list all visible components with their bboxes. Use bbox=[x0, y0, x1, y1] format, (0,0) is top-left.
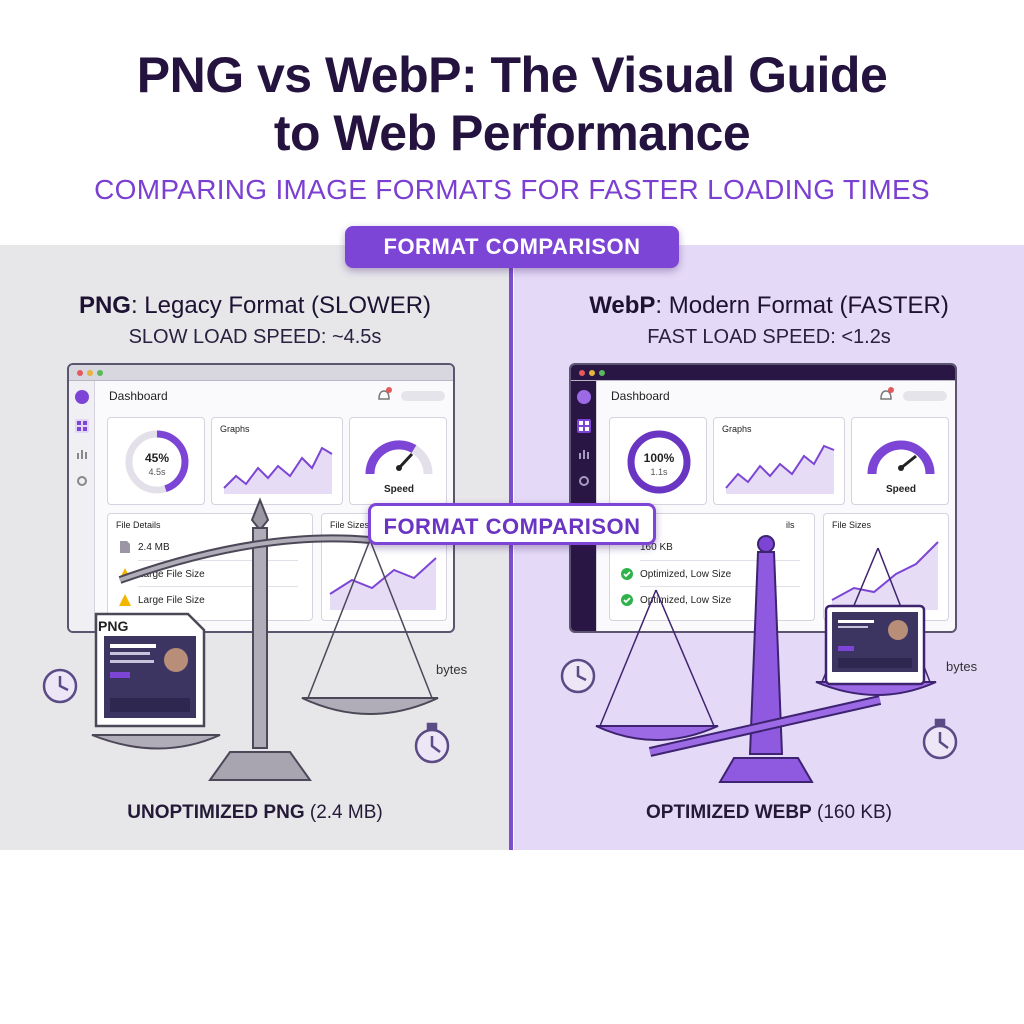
scale-icon bbox=[595, 535, 937, 783]
window-titlebar bbox=[571, 365, 955, 381]
sidebar-icons bbox=[577, 390, 591, 486]
webp-caption-size: (160 KB) bbox=[811, 802, 892, 823]
stopwatch-icon bbox=[414, 722, 450, 764]
title-line-1: PNG vs WebP: The Visual Guide bbox=[136, 47, 888, 103]
title-line-2: to Web Performance bbox=[273, 105, 751, 161]
file-sizes-label: File Sizes bbox=[330, 520, 370, 530]
dashboard-sidebar bbox=[69, 381, 95, 631]
close-dot bbox=[77, 370, 83, 376]
webp-dashboard-window: Dashboard 100% 1.1s Graphs Speed ils 160… bbox=[569, 363, 957, 633]
page-title: PNG vs WebP: The Visual Guide to Web Per… bbox=[0, 46, 1024, 162]
file-row-1: Large File Size bbox=[138, 569, 205, 580]
png-caption-size: (2.4 MB) bbox=[304, 802, 383, 823]
clock-icon bbox=[42, 668, 78, 704]
logo-icon bbox=[577, 390, 591, 404]
speed-gauge bbox=[867, 440, 935, 475]
header: PNG vs WebP: The Visual Guide to Web Per… bbox=[0, 0, 1024, 245]
file-details-label: File Details bbox=[116, 520, 161, 530]
logo-icon bbox=[75, 390, 89, 404]
webp-caption-bold: OPTIMIZED WEBP bbox=[646, 802, 812, 823]
scale-icon bbox=[91, 497, 439, 781]
bar-chart-icon bbox=[77, 450, 87, 459]
minimize-dot bbox=[87, 370, 93, 376]
webp-title: WebP: Modern Format (FASTER) bbox=[514, 292, 1024, 320]
bar-chart-icon bbox=[579, 450, 589, 459]
speed-gauge-card: Speed bbox=[851, 417, 949, 505]
gear-icon bbox=[77, 476, 87, 486]
png-scale-illustration bbox=[42, 497, 450, 781]
speed-gauge bbox=[365, 440, 433, 475]
file-size-value: 160 KB bbox=[640, 542, 673, 553]
progress-percent: 45% bbox=[144, 451, 170, 465]
graph-sparkline bbox=[725, 444, 835, 494]
graphs-label: Graphs bbox=[722, 424, 752, 434]
file-row-1: Optimized, Low Size bbox=[640, 569, 732, 580]
format-comparison-badge-middle: FORMAT COMPARISON bbox=[368, 503, 656, 545]
dashboard-title: Dashboard bbox=[109, 389, 168, 403]
file-icon bbox=[120, 541, 130, 553]
png-title: PNG: Legacy Format (SLOWER) bbox=[0, 292, 510, 320]
png-file-document bbox=[94, 612, 206, 728]
file-row-2: Large File Size bbox=[138, 595, 205, 606]
png-caption: UNOPTIMIZED PNG (2.4 MB) bbox=[0, 802, 510, 824]
file-row-2: Optimized, Low Size bbox=[640, 595, 732, 606]
png-format-name: PNG bbox=[78, 292, 131, 319]
png-dashboard-window: Dashboard 45% 4.5s Graphs Speed File De bbox=[67, 363, 455, 633]
png-caption-bold: UNOPTIMIZED PNG bbox=[127, 802, 305, 823]
minimize-dot bbox=[589, 370, 595, 376]
maximize-dot bbox=[97, 370, 103, 376]
warning-icon bbox=[119, 594, 131, 606]
png-title-rest: : Legacy Format (SLOWER) bbox=[130, 292, 432, 319]
file-details-label: ils bbox=[786, 520, 795, 530]
speed-gauge-card: Speed bbox=[349, 417, 447, 505]
window-titlebar bbox=[69, 365, 453, 381]
progress-time: 1.1s bbox=[650, 467, 668, 477]
progress-time: 4.5s bbox=[148, 467, 166, 477]
file-sizes-label: File Sizes bbox=[832, 520, 872, 530]
webp-title-rest: : Modern Format (FASTER) bbox=[655, 292, 949, 319]
file-sizes-chart bbox=[329, 557, 437, 610]
check-icon bbox=[621, 568, 633, 580]
check-icon bbox=[621, 594, 633, 606]
graphs-card: Graphs bbox=[713, 417, 845, 505]
bell-icon bbox=[880, 390, 892, 400]
dashboard-title: Dashboard bbox=[611, 389, 670, 403]
graphs-label: Graphs bbox=[220, 424, 250, 434]
load-progress-card: 100% 1.1s bbox=[609, 417, 707, 505]
bytes-label-left: bytes bbox=[436, 662, 468, 677]
gear-icon bbox=[579, 476, 589, 486]
webp-scale-illustration bbox=[560, 535, 958, 783]
sidebar-icons bbox=[75, 390, 89, 486]
webp-caption: OPTIMIZED WEBP (160 KB) bbox=[514, 802, 1024, 824]
file-details-card: File Details 2.4 MB Large File Size Larg… bbox=[107, 513, 313, 621]
graphs-card: Graphs bbox=[211, 417, 343, 505]
progress-percent: 100% bbox=[643, 451, 675, 465]
gauge-label: Speed bbox=[885, 484, 916, 495]
png-file-tag: PNG bbox=[98, 618, 129, 634]
graph-sparkline bbox=[223, 446, 333, 494]
page-subtitle: COMPARING IMAGE FORMATS FOR FASTER LOADI… bbox=[94, 174, 930, 205]
panel-divider bbox=[509, 245, 513, 850]
bell-icon bbox=[378, 390, 390, 400]
file-size-value: 2.4 MB bbox=[138, 542, 170, 553]
png-speed: SLOW LOAD SPEED: ~4.5s bbox=[128, 326, 382, 348]
clock-icon bbox=[560, 658, 596, 694]
close-dot bbox=[579, 370, 585, 376]
stopwatch-icon bbox=[922, 718, 958, 760]
dashboard-topbar-right bbox=[880, 387, 947, 401]
progress-ring bbox=[125, 430, 189, 494]
maximize-dot bbox=[599, 370, 605, 376]
bytes-label-right: bytes bbox=[946, 659, 978, 674]
load-progress-card: 45% 4.5s bbox=[107, 417, 205, 505]
format-comparison-badge-top: FORMAT COMPARISON bbox=[345, 226, 679, 268]
webp-file-document bbox=[824, 604, 926, 686]
progress-ring bbox=[627, 430, 691, 494]
webp-speed: FAST LOAD SPEED: <1.2s bbox=[647, 326, 891, 348]
dashboard-topbar-right bbox=[378, 387, 445, 401]
webp-format-name: WebP bbox=[589, 292, 656, 319]
gauge-label: Speed bbox=[383, 484, 414, 495]
